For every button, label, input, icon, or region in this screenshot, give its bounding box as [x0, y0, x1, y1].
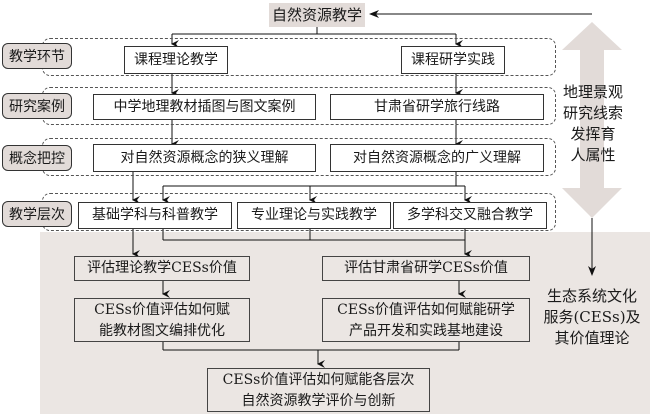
box-research-practice: 课程研学实践 — [401, 46, 505, 74]
ces-theory-caption: 生态系统文化 服务(CESs)及 其价值理论 — [540, 286, 644, 349]
box-eval-gansu: 评估甘肃省研学CESs价值 — [322, 256, 530, 281]
box-interdisciplinary-teaching: 多学科交叉融合教学 — [393, 202, 547, 229]
box-narrow-concept: 对自然资源概念的狭义理解 — [93, 144, 316, 172]
box-textbook-optimization: CESs价值评估如何赋 能教材图文编排优化 — [74, 298, 250, 342]
box-textbook-optimization-line2: 能教材图文编排优化 — [99, 323, 225, 339]
box-professional-teaching: 专业理论与实践教学 — [237, 202, 391, 229]
side-caption-line: 地理景观 — [562, 83, 623, 101]
box-product-development-line1: CESs价值评估如何赋能研学 — [337, 302, 515, 318]
side-arrow-caption: 地理景观 研究线索 发挥育 人属性 — [556, 82, 630, 166]
box-product-development: CESs价值评估如何赋能研学 产品开发和实践基地建设 — [322, 298, 530, 342]
double-arrow-icon — [562, 22, 622, 218]
theory-caption-line: 生态系统文化 — [546, 287, 637, 305]
side-caption-line: 发挥育 — [570, 125, 616, 143]
box-textbook-optimization-line1: CESs价值评估如何赋 — [94, 302, 230, 318]
box-broad-concept: 对自然资源概念的广义理解 — [330, 144, 544, 172]
top-node-natural-resource-teaching: 自然资源教学 — [269, 3, 365, 27]
row-label-research-case: 研究案例 — [2, 93, 72, 119]
box-gansu-routes: 甘肃省研学旅行线路 — [330, 94, 544, 120]
row-label-teaching-level: 教学层次 — [2, 201, 72, 227]
box-textbook-cases: 中学地理教材插图与图文案例 — [93, 94, 316, 120]
box-final-evaluation-line1: CESs价值评估如何赋能各层次 — [222, 372, 415, 388]
box-final-evaluation-line2: 自然资源教学评价与创新 — [241, 393, 396, 409]
box-final-evaluation: CESs价值评估如何赋能各层次 自然资源教学评价与创新 — [207, 368, 430, 412]
box-theory-teaching: 课程理论教学 — [124, 46, 228, 74]
row-label-concept: 概念把控 — [2, 145, 72, 171]
theory-caption-line: 服务(CESs)及 — [543, 308, 641, 326]
row-label-teaching-stage: 教学环节 — [2, 43, 72, 69]
theory-caption-line: 其价值理论 — [554, 329, 630, 347]
side-caption-line: 人属性 — [570, 146, 616, 164]
side-caption-line: 研究线索 — [562, 104, 623, 122]
box-product-development-line2: 产品开发和实践基地建设 — [349, 323, 503, 339]
box-basic-popular-teaching: 基础学科与科普教学 — [78, 202, 232, 229]
box-eval-theory: 评估理论教学CESs价值 — [74, 256, 250, 281]
